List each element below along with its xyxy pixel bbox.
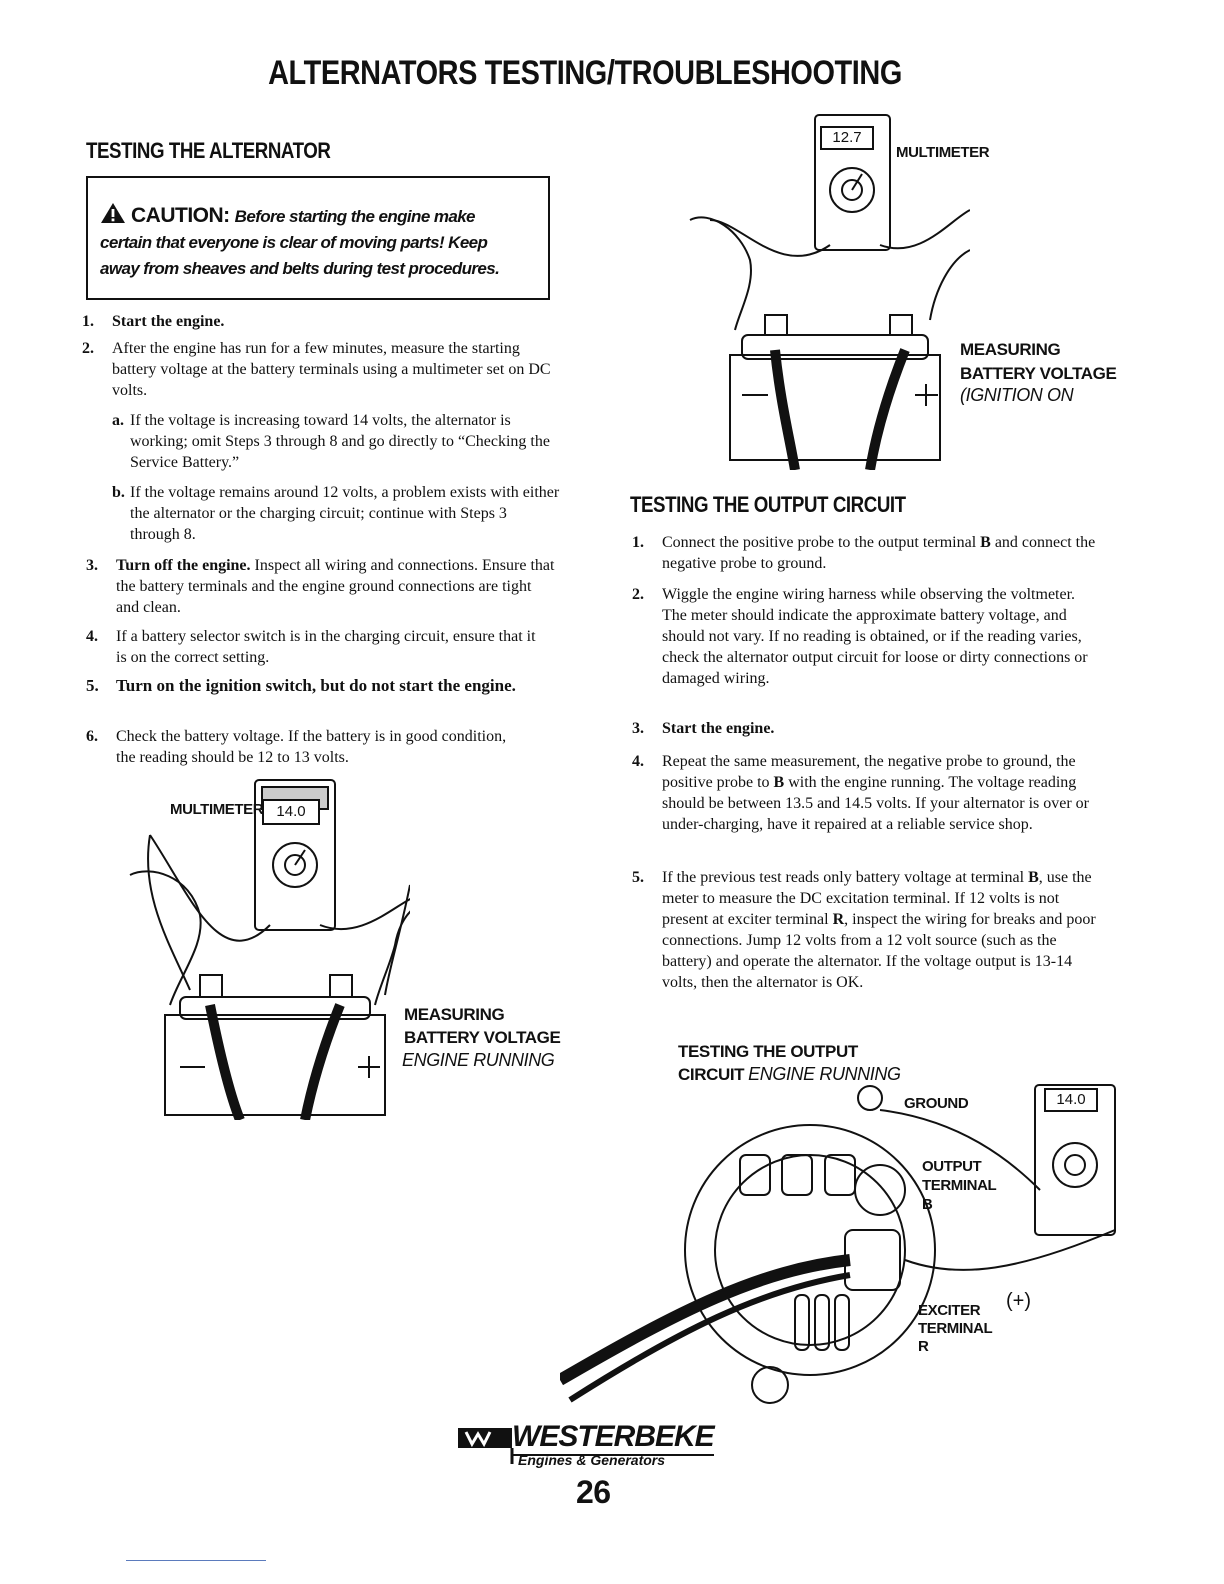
left-step-2: 2.After the engine has run for a few min… [82,340,551,399]
right-step-5: 5.If the previous test reads only batter… [632,869,1096,991]
right-step-3: 3.Start the engine. [632,720,775,737]
caution-line-3: away from sheaves and belts during test … [100,259,500,278]
left-step-6: 6.Check the battery voltage. If the batt… [86,728,507,766]
caution-box: CAUTION: Before starting the engine make… [86,176,550,300]
right-figure-caption-3: (IGNITION ON [960,385,1074,405]
footer-brand: WESTERBEKE [512,1420,715,1456]
left-step-4: 4.If a battery selector switch is in the… [86,628,536,666]
section-heading-output-circuit: TESTING THE OUTPUT CIRCUIT [630,492,906,517]
page-title: ALTERNATORS TESTING/TROUBLESHOOTING [268,54,902,92]
right-figure-caption-1: MEASURING [960,340,1061,359]
left-figure-caption-1: MEASURING [404,1005,505,1024]
left-step-1: 1.Start the engine. [82,313,225,330]
bottom-figure-caption-2: CIRCUIT ENGINE RUNNING [678,1064,901,1084]
caution-line-2: certain that everyone is clear of moving… [100,233,488,252]
left-figure-multimeter-label: MULTIMETER [170,801,264,818]
exciter-terminal-label-3: R [918,1338,929,1355]
section-heading-testing-alternator: TESTING THE ALTERNATOR [86,138,331,163]
alternator-figure [560,1084,1116,1404]
left-figure-caption-3: ENGINE RUNNING [402,1050,555,1070]
right-figure-multimeter-label: MULTIMETER [896,144,990,161]
left-multimeter-display: 14.0 [262,799,320,825]
exciter-terminal-label-2: TERMINAL [918,1320,993,1337]
right-step-4: 4.Repeat the same measurement, the negat… [632,753,1090,833]
warning-triangle-icon [101,203,125,223]
caution-heading: CAUTION: Before starting the engine make [100,202,476,228]
bottom-multimeter-display: 14.0 [1044,1088,1098,1112]
right-battery-figure [689,114,970,470]
left-battery-figure [129,779,410,1120]
footer-rule [126,1560,266,1561]
page-number: 26 [576,1474,611,1510]
right-step-1: 1.Connect the positive probe to the outp… [632,534,1096,572]
westerbeke-logo-icon [458,1428,514,1464]
right-figure-caption-2: BATTERY VOLTAGE [960,364,1117,383]
left-step-2b: b.If the voltage remains around 12 volts… [112,484,560,543]
left-figure-caption-2: BATTERY VOLTAGE [404,1028,561,1047]
left-step-3: 3.Turn off the engine. Inspect all wirin… [86,557,555,616]
bottom-figure-caption-1: TESTING THE OUTPUT [678,1042,858,1061]
caution-label: CAUTION: [131,204,230,227]
left-step-2a: a.If the voltage is increasing toward 14… [112,412,550,471]
right-step-2: 2.Wiggle the engine wiring harness while… [632,586,1088,687]
left-step-5: 5.Turn on the ignition switch, but do no… [86,676,516,695]
exciter-terminal-label-1: EXCITER [918,1302,981,1319]
positive-indicator: (+) [1006,1290,1031,1312]
right-multimeter-display: 12.7 [820,126,874,150]
ground-label: GROUND [904,1095,969,1112]
footer-tagline: Engines & Generators [518,1452,666,1468]
output-terminal-label-2: TERMINAL [922,1177,997,1194]
output-terminal-label-3: B [922,1196,933,1213]
output-terminal-label-1: OUTPUT [922,1158,982,1175]
caution-line-1: Before starting the engine make [234,207,476,226]
